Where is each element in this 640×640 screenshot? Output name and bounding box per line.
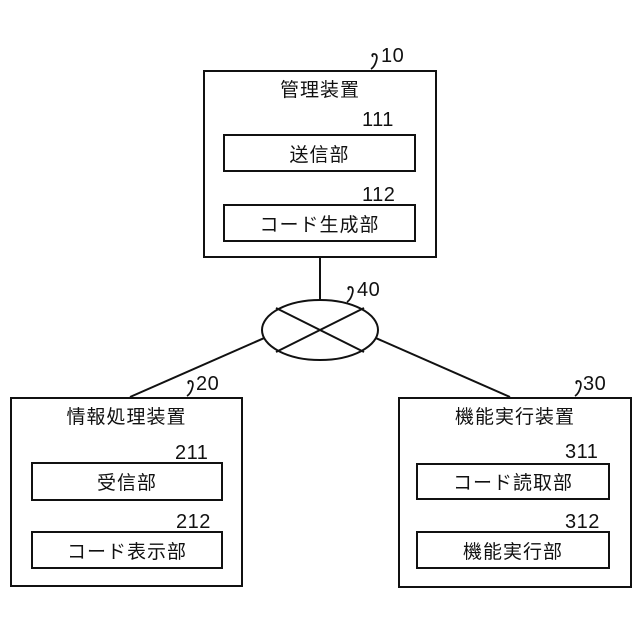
unit-code-generator-label: コード生成部 xyxy=(259,214,380,236)
ref-label-111: 111 xyxy=(362,109,394,131)
unit-code-generator: コード生成部 xyxy=(223,204,416,242)
ref-label-212: 212 xyxy=(176,511,211,533)
unit-function-exec-label: 機能実行部 xyxy=(462,541,563,563)
unit-receiver-label: 受信部 xyxy=(96,473,157,494)
unit-code-reader-label: コード読取部 xyxy=(452,473,573,494)
ref-label-311: 311 xyxy=(565,441,599,463)
ref-label-20: 20 xyxy=(196,373,220,395)
unit-function-exec: 機能実行部 xyxy=(416,531,610,569)
ref-label-10: 10 xyxy=(381,45,405,67)
node-function-exec-title: 機能実行装置 xyxy=(454,407,575,428)
leader-20 xyxy=(186,380,194,397)
unit-receiver: 受信部 xyxy=(31,462,223,501)
unit-code-display: コード表示部 xyxy=(31,531,223,569)
node-management-title: 管理装置 xyxy=(279,80,360,101)
unit-code-display-label: コード表示部 xyxy=(66,541,187,563)
leader-10 xyxy=(370,53,378,70)
ref-label-40: 40 xyxy=(357,279,381,301)
ref-label-211: 211 xyxy=(175,442,209,464)
unit-transmitter: 送信部 xyxy=(223,134,416,172)
ref-label-30: 30 xyxy=(583,373,607,395)
unit-transmitter-label: 送信部 xyxy=(289,144,350,166)
leader-30 xyxy=(574,380,582,397)
ref-label-112: 112 xyxy=(362,184,396,206)
network-x-stroke-2 xyxy=(275,307,365,353)
unit-code-reader: コード読取部 xyxy=(416,463,610,500)
ref-label-312: 312 xyxy=(565,511,600,533)
leader-40 xyxy=(346,286,354,303)
node-info-processing-title: 情報処理装置 xyxy=(66,407,187,428)
